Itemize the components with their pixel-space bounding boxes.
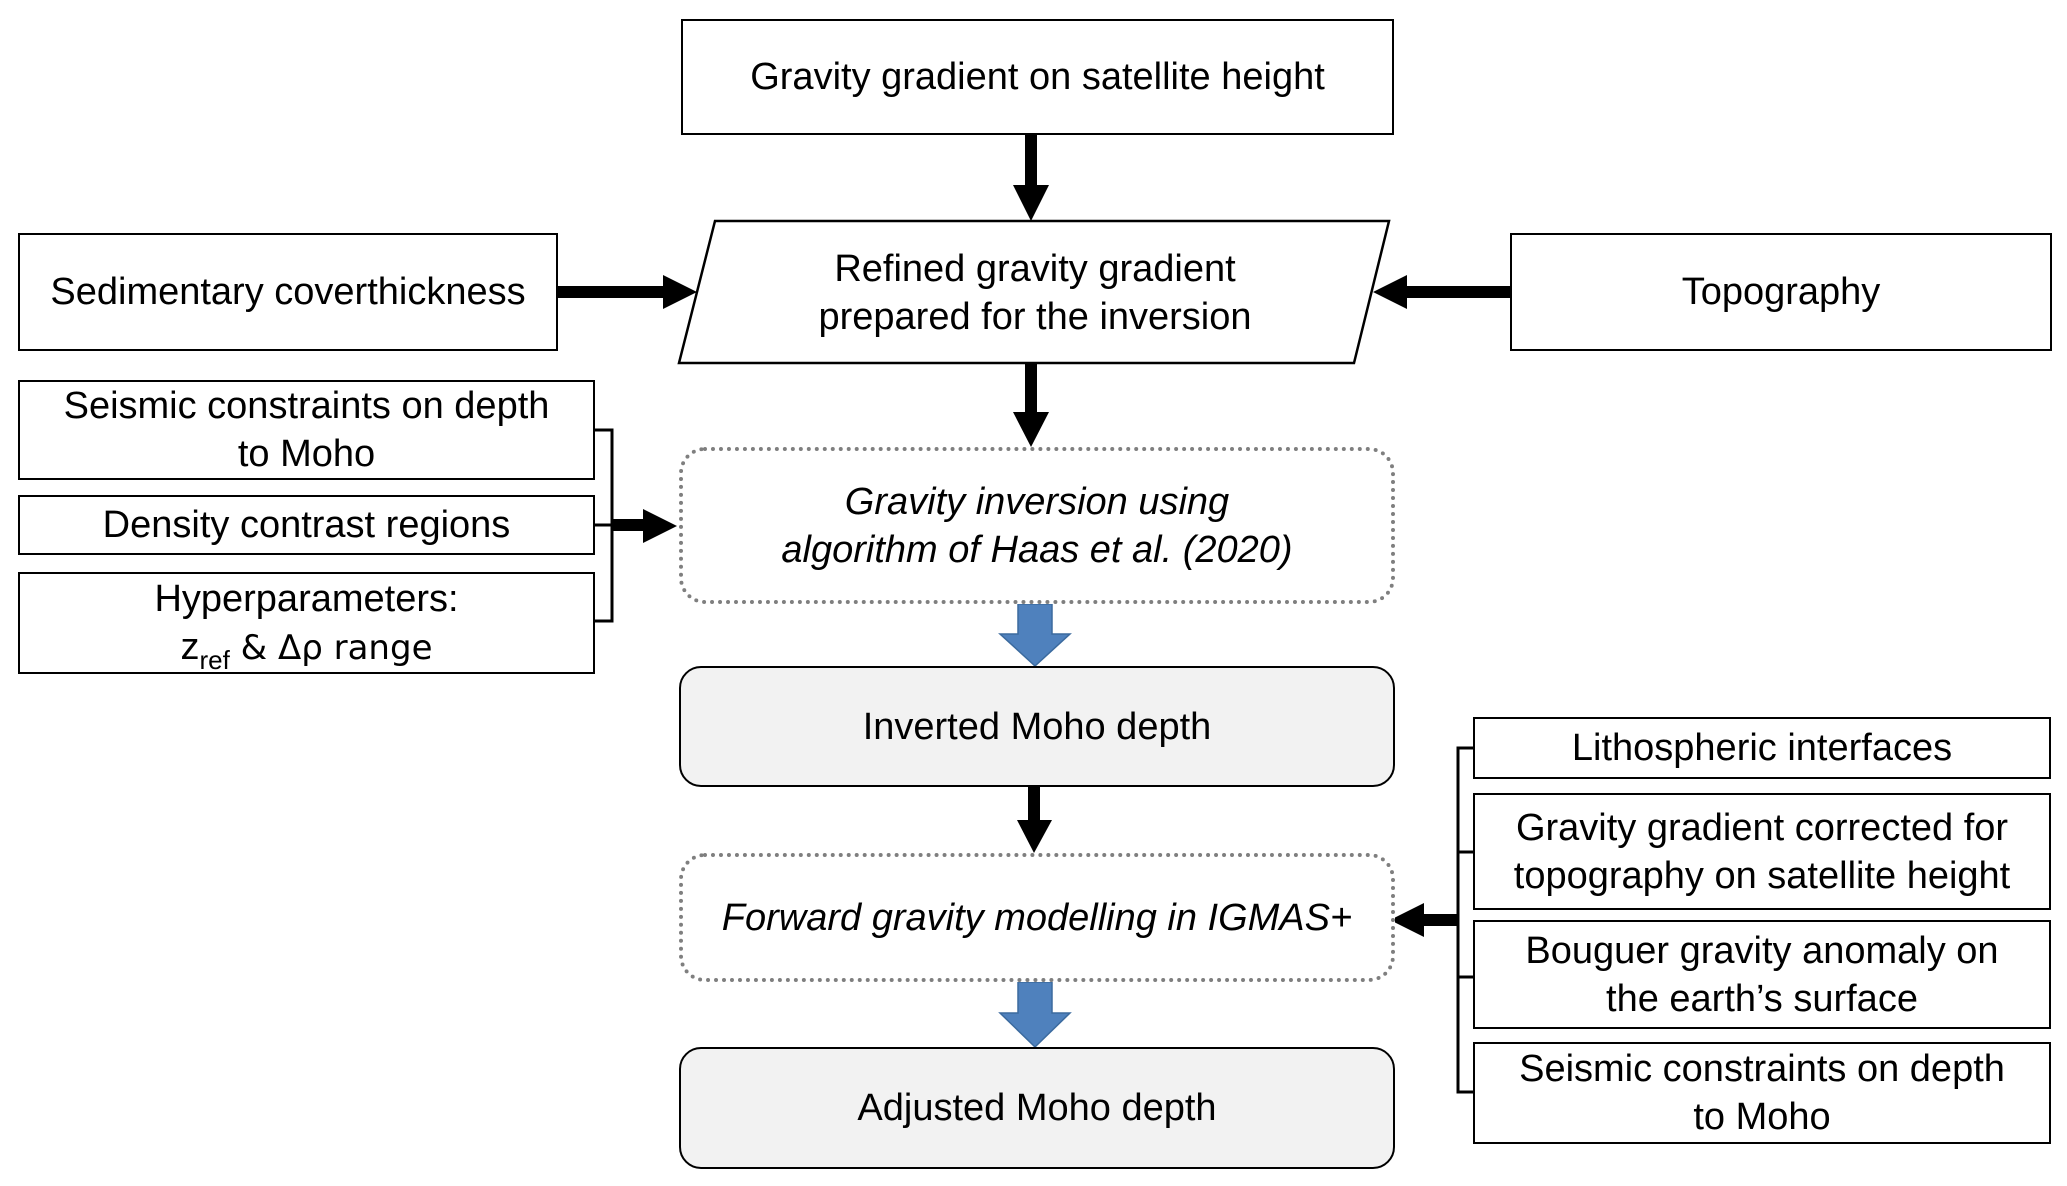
node-label: Forward gravity modelling in IGMAS+ [721, 896, 1353, 939]
node-label: Topography [1681, 271, 1881, 313]
node-gravity-inversion: Gravity inversion using algorithm of Haa… [679, 447, 1395, 604]
arrow-sedimentary-to-refined [557, 275, 697, 309]
node-label: Density contrast regions [102, 504, 511, 546]
node-label-line-1: Hyperparameters: [154, 577, 459, 620]
node-label-line-1: Seismic constraints on depth [63, 385, 550, 427]
node-bouguer-anomaly: Bouguer gravity anomaly on the earth’s s… [1473, 920, 2051, 1029]
node-label: Lithospheric interfaces [1571, 727, 1953, 769]
node-label-line-2: topography on satellite height [1513, 854, 2011, 897]
node-label-line-2: to Moho [237, 433, 376, 475]
node-label-line-2: zref & Δρ range [180, 623, 433, 675]
node-label-line-2: algorithm of Haas et al. (2020) [781, 528, 1293, 571]
node-adjusted-moho: Adjusted Moho depth [679, 1047, 1395, 1169]
node-label-line-1: Sedimentary cover [50, 271, 368, 313]
node-inverted-moho: Inverted Moho depth [679, 666, 1395, 787]
arrow-inverted-to-forward [1017, 786, 1052, 853]
node-seismic-constraints-right: Seismic constraints on depth to Moho [1473, 1042, 2051, 1144]
node-label-line-2: the earth’s surface [1606, 977, 1918, 1020]
arrow-topography-to-refined [1373, 275, 1510, 309]
node-lithospheric-interfaces: Lithospheric interfaces [1473, 717, 2051, 779]
z-symbol: z [180, 625, 200, 668]
node-gravity-gradient-satellite: Gravity gradient on satellite height [681, 19, 1394, 135]
arrow-refined-to-inversion [1013, 363, 1049, 447]
z-subscript: ref [199, 644, 230, 675]
node-refined-gradient: Refined gravity gradient prepared for th… [700, 222, 1370, 363]
node-label-line-1: Refined gravity gradient [834, 247, 1236, 290]
node-forward-modelling: Forward gravity modelling in IGMAS+ [679, 853, 1395, 982]
blue-arrow-inversion-to-inverted [998, 603, 1072, 668]
node-label: Gravity gradient on satellite height [750, 56, 1325, 98]
node-label-line-1: Bouguer gravity anomaly on [1525, 929, 1999, 972]
node-label-line-2: to Moho [1693, 1096, 1831, 1138]
node-topography: Topography [1510, 233, 2052, 351]
node-gradient-corrected: Gravity gradient corrected for topograph… [1473, 793, 2051, 910]
blue-arrow-forward-to-adjusted [998, 981, 1072, 1049]
node-sedimentary-cover: Sedimentary cover thickness [18, 233, 558, 351]
hyper-rest: & Δρ range [229, 627, 433, 668]
node-label: Adjusted Moho depth [857, 1087, 1217, 1129]
node-label-line-1: Gravity inversion using [844, 480, 1230, 523]
left-inputs-bracket [595, 428, 677, 623]
node-density-contrast: Density contrast regions [18, 495, 595, 555]
node-seismic-constraints-left: Seismic constraints on depth to Moho [18, 380, 595, 480]
node-label-line-2: thickness [367, 271, 526, 313]
right-inputs-bracket [1390, 746, 1473, 1094]
refined-gradient-parallelogram-shape [677, 219, 1391, 365]
node-label-line-2: prepared for the inversion [818, 295, 1252, 338]
node-label-line-1: Seismic constraints on depth [1519, 1048, 2005, 1090]
node-hyperparameters: Hyperparameters: zref & Δρ range [18, 572, 595, 674]
node-label: Inverted Moho depth [862, 705, 1212, 748]
node-label-line-1: Gravity gradient corrected for [1515, 806, 2009, 849]
arrow-satellite-to-refined [1013, 135, 1049, 221]
